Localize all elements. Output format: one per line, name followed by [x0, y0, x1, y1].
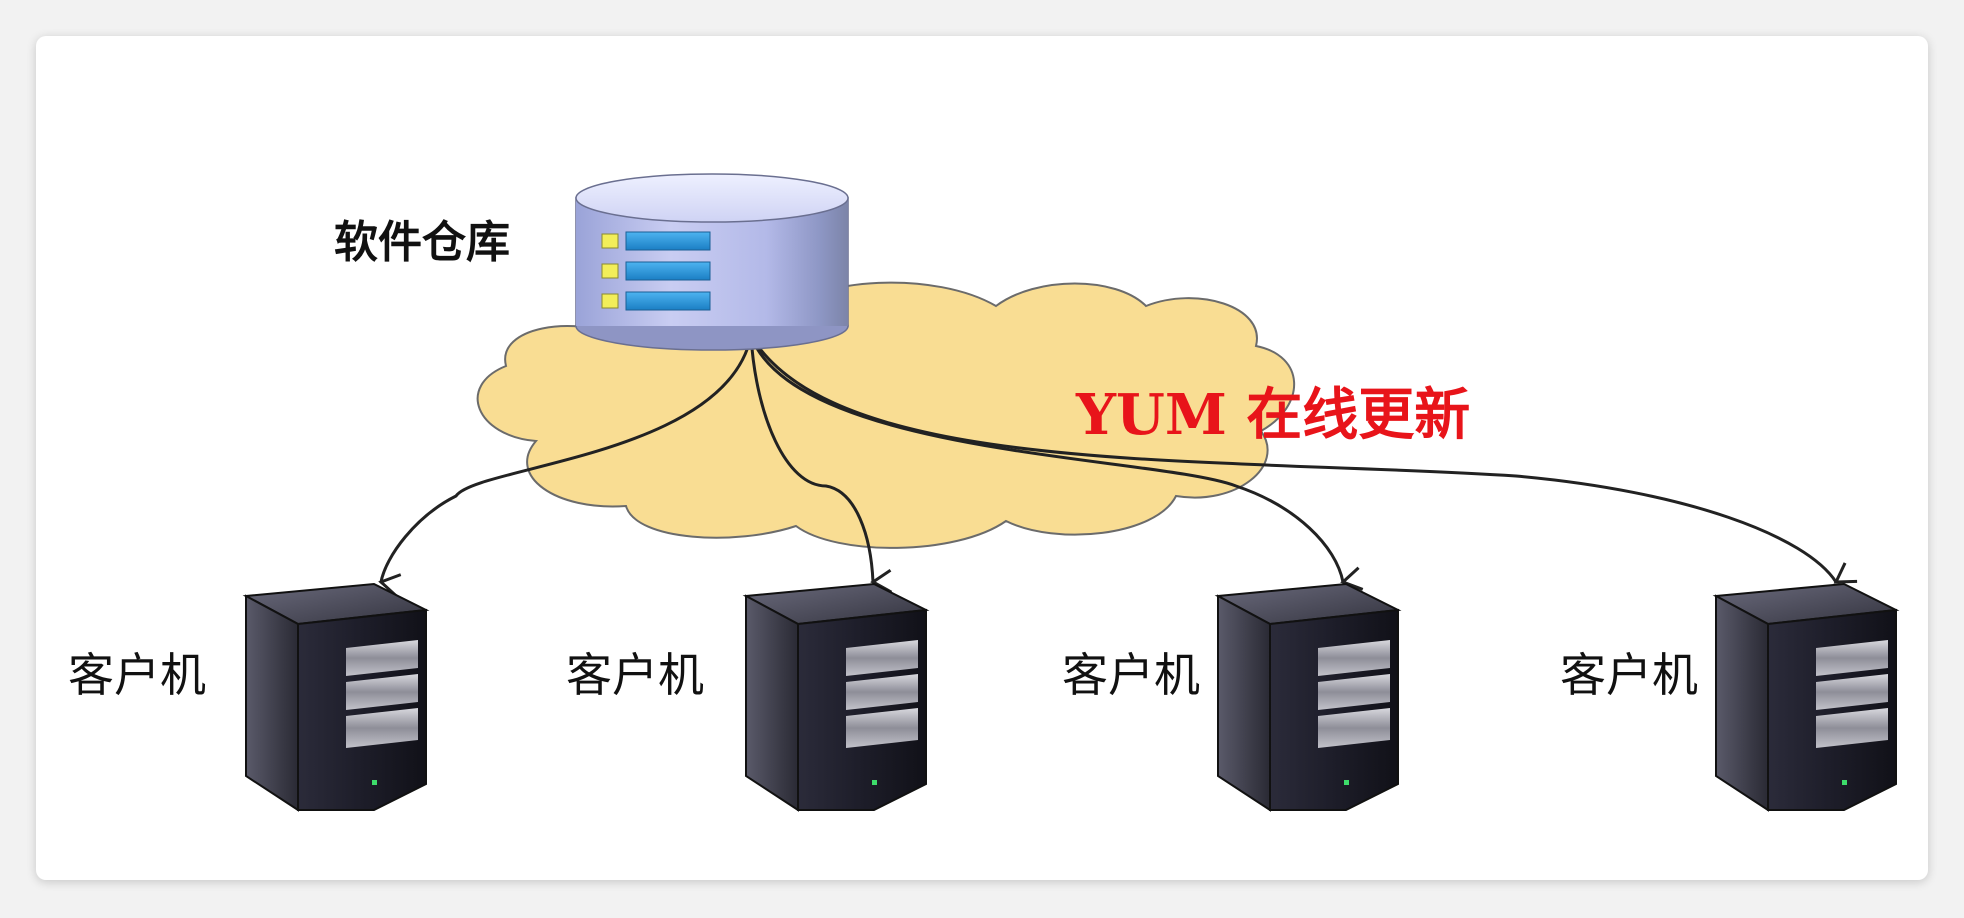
- edge-to-client-1: [378, 335, 753, 598]
- edge-to-client-3: [749, 335, 1364, 591]
- server-tower-icon: [745, 583, 927, 811]
- diagram-canvas: [245, 173, 1897, 811]
- database-icon: [575, 173, 849, 351]
- client-label-3: 客户机: [1062, 648, 1200, 702]
- client-label-4: 客户机: [1560, 648, 1698, 702]
- edge-to-client-2: [749, 335, 893, 594]
- server-tower-icon: [1715, 583, 1897, 811]
- repository-label: 软件仓库: [334, 217, 510, 268]
- edge-to-client-4: [749, 335, 1858, 584]
- yum-update-label: YUM 在线更新: [1076, 382, 1471, 448]
- diagram-card: 软件仓库 YUM 在线更新 客户机 客户机 客户机 客户机: [36, 36, 1928, 880]
- server-tower-icon: [1217, 583, 1399, 811]
- connection-lines: [378, 335, 1858, 598]
- server-tower-icon: [245, 583, 427, 811]
- client-label-1: 客户机: [68, 648, 206, 702]
- client-label-2: 客户机: [566, 648, 704, 702]
